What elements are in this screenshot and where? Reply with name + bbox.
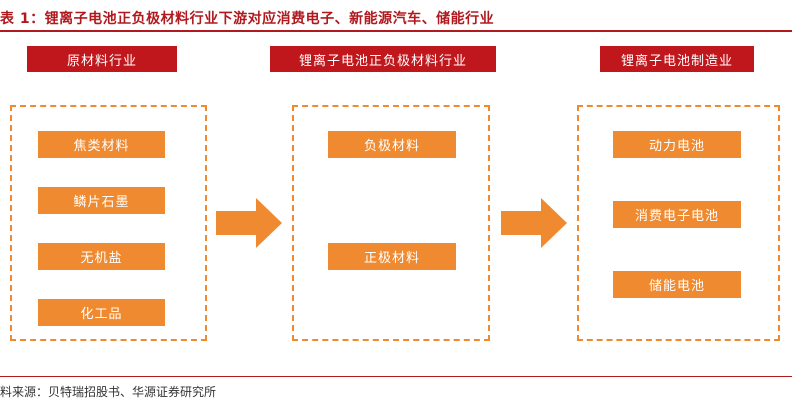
item-consumer-electronics-battery: 消费电子电池 [613, 201, 741, 228]
header-raw-materials: 原材料行业 [27, 46, 177, 72]
figure-title: 表 1：锂离子电池正负极材料行业下游对应消费电子、新能源汽车、储能行业 [0, 11, 495, 27]
item-energy-storage-battery: 储能电池 [613, 271, 741, 298]
title-divider [0, 30, 792, 32]
arrow-right-icon [501, 198, 567, 248]
item-flake-graphite: 鳞片石墨 [38, 187, 165, 214]
group-battery-manufacturing [577, 105, 780, 341]
item-power-battery: 动力电池 [613, 131, 741, 158]
group-cathode-anode-materials [292, 105, 490, 341]
header-battery-manufacturing: 锂离子电池制造业 [600, 46, 754, 72]
arrow-right-icon [216, 198, 282, 248]
source-note: 料来源：贝特瑞招股书、华源证券研究所 [0, 385, 217, 399]
source-divider [0, 376, 792, 377]
item-chemicals: 化工品 [38, 299, 165, 326]
item-inorganic-salt: 无机盐 [38, 243, 165, 270]
item-cathode-materials: 正极材料 [328, 243, 456, 270]
header-cathode-anode-materials: 锂离子电池正负极材料行业 [270, 46, 496, 72]
item-anode-materials: 负极材料 [328, 131, 456, 158]
group-raw-materials [10, 105, 207, 341]
item-coke-materials: 焦类材料 [38, 131, 165, 158]
